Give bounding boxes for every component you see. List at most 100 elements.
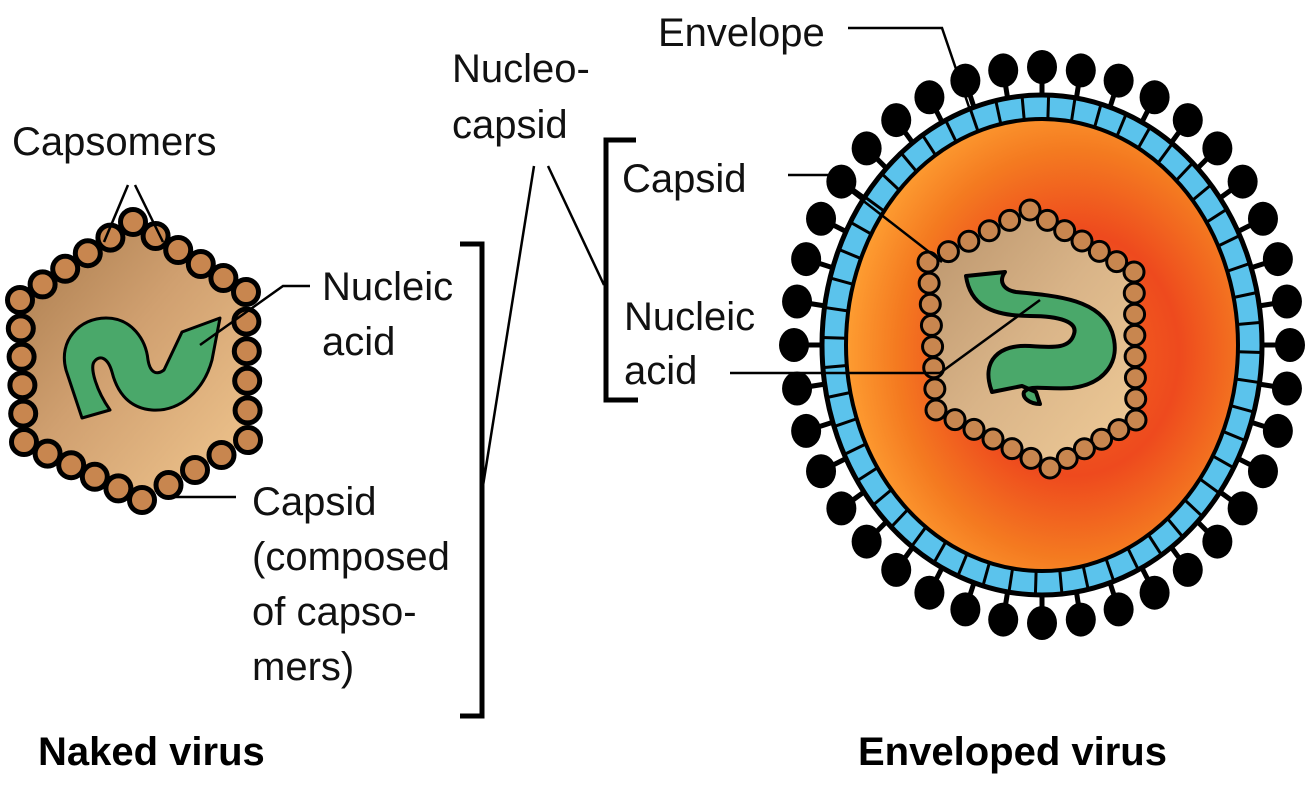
capsomer (232, 395, 263, 426)
capsomer (79, 461, 110, 492)
capsomer (1053, 219, 1077, 243)
spike-head (806, 201, 837, 236)
enveloped-capsid-body (925, 205, 1138, 470)
capsomer (957, 229, 981, 253)
spike-head (1139, 80, 1170, 115)
leader-env-nucleic-acid (730, 298, 1041, 375)
membrane-segment-divider (1093, 103, 1103, 128)
membrane-segment-divider (856, 466, 879, 483)
spike-head (1103, 63, 1134, 98)
capsomer (153, 470, 184, 500)
spike-head (1227, 491, 1258, 526)
envelope-membrane-segments (822, 95, 1262, 595)
label-env-nucleic-acid-1: Nucleic (624, 295, 755, 339)
membrane-segment-divider (826, 391, 851, 399)
label-naked-capsid-1: Capsid (252, 480, 377, 524)
membrane-segment-divider (994, 100, 1003, 125)
label-naked-capsid-4: mers) (252, 645, 354, 689)
leader-naked-nucleic-acid (199, 284, 310, 347)
membrane-segment-divider (822, 336, 847, 340)
capsomer (1105, 250, 1129, 274)
capsomer (918, 292, 942, 316)
capsomer (922, 356, 946, 380)
capsomer (185, 249, 216, 279)
capsomer (1124, 408, 1148, 432)
capsomer (72, 238, 103, 269)
spike-head (1247, 454, 1278, 489)
capsomer (56, 450, 87, 481)
label-naked-nucleic-acid-1: Nucleic (322, 265, 453, 309)
membrane-segment-divider (1183, 498, 1204, 518)
spike-head (914, 80, 945, 115)
spike-head (826, 491, 857, 526)
membrane-segment-divider (981, 562, 991, 587)
spike-head (1139, 575, 1170, 610)
capsomer (962, 417, 986, 441)
bracket-enveloped-nucleocapsid (603, 137, 638, 403)
membrane-segment-divider (932, 541, 948, 564)
spike-head (950, 592, 981, 627)
membrane-segment-divider (1237, 350, 1262, 354)
leader-env-capsid (788, 173, 943, 263)
membrane-segment-divider (1230, 404, 1255, 414)
membrane-segment-divider (838, 247, 862, 260)
membrane-segment-divider (880, 172, 901, 192)
membrane-segment-divider (890, 508, 909, 529)
capsomer (1055, 446, 1079, 470)
membrane-segment-divider (968, 108, 980, 132)
spike-head (1262, 413, 1293, 448)
spike-head (851, 131, 882, 166)
label-nucleocapsid-1: Nucleo- (452, 47, 590, 91)
capsomer (1122, 281, 1146, 305)
capsomer (118, 207, 148, 237)
capsomer (7, 370, 38, 401)
naked-capsomers (5, 207, 263, 515)
capsomer (231, 336, 262, 367)
membrane-segment-divider (899, 152, 918, 173)
membrane-segment-divider (824, 305, 849, 313)
capsomer (27, 269, 58, 300)
capsomer (1070, 229, 1094, 253)
label-naked-capsid-3: of capso- (252, 590, 417, 634)
capsomer (232, 365, 263, 396)
label-env-capsid: Capsid (622, 157, 747, 201)
leader-capsomers-left (102, 184, 130, 243)
spike-head (1027, 606, 1057, 640)
membrane-segment-divider (1166, 517, 1185, 538)
spike-head (1172, 103, 1203, 138)
capsomer (1038, 456, 1062, 480)
spike-head (1065, 602, 1096, 637)
membrane-segment-divider (956, 553, 969, 577)
spike-head (806, 454, 837, 489)
spike-head (1262, 242, 1293, 277)
membrane-segment-divider (1081, 565, 1090, 590)
capsomer (180, 455, 210, 485)
spike-head (1275, 328, 1305, 362)
capsomer (32, 438, 63, 469)
leader-nucleocapsid-left (480, 165, 536, 493)
spike-head (1247, 201, 1278, 236)
capsomer (1072, 437, 1096, 461)
capsomer (50, 253, 81, 284)
title-naked-virus: Naked virus (38, 730, 265, 774)
membrane-segment-divider (1199, 477, 1221, 495)
membrane-segment-divider (1191, 183, 1212, 202)
capsomer (208, 263, 239, 293)
capsomer (206, 440, 237, 470)
membrane-segment-divider (1020, 95, 1026, 121)
label-naked-capsid-2: (composed (252, 535, 450, 579)
membrane-segment-divider (1226, 261, 1251, 273)
membrane-segment-divider (1126, 547, 1140, 571)
capsomer (5, 285, 35, 315)
spike-head (988, 53, 1019, 88)
membrane-segment-divider (1104, 558, 1116, 582)
spike-head (881, 552, 912, 587)
membrane-segment-divider (944, 119, 958, 143)
membrane-segment-divider (1115, 113, 1128, 137)
leader-envelope (848, 26, 972, 111)
capsomer (1124, 387, 1148, 411)
membrane-segment-divider (829, 276, 854, 286)
membrane-segment-divider (1222, 430, 1246, 443)
spike-head (1271, 371, 1302, 406)
